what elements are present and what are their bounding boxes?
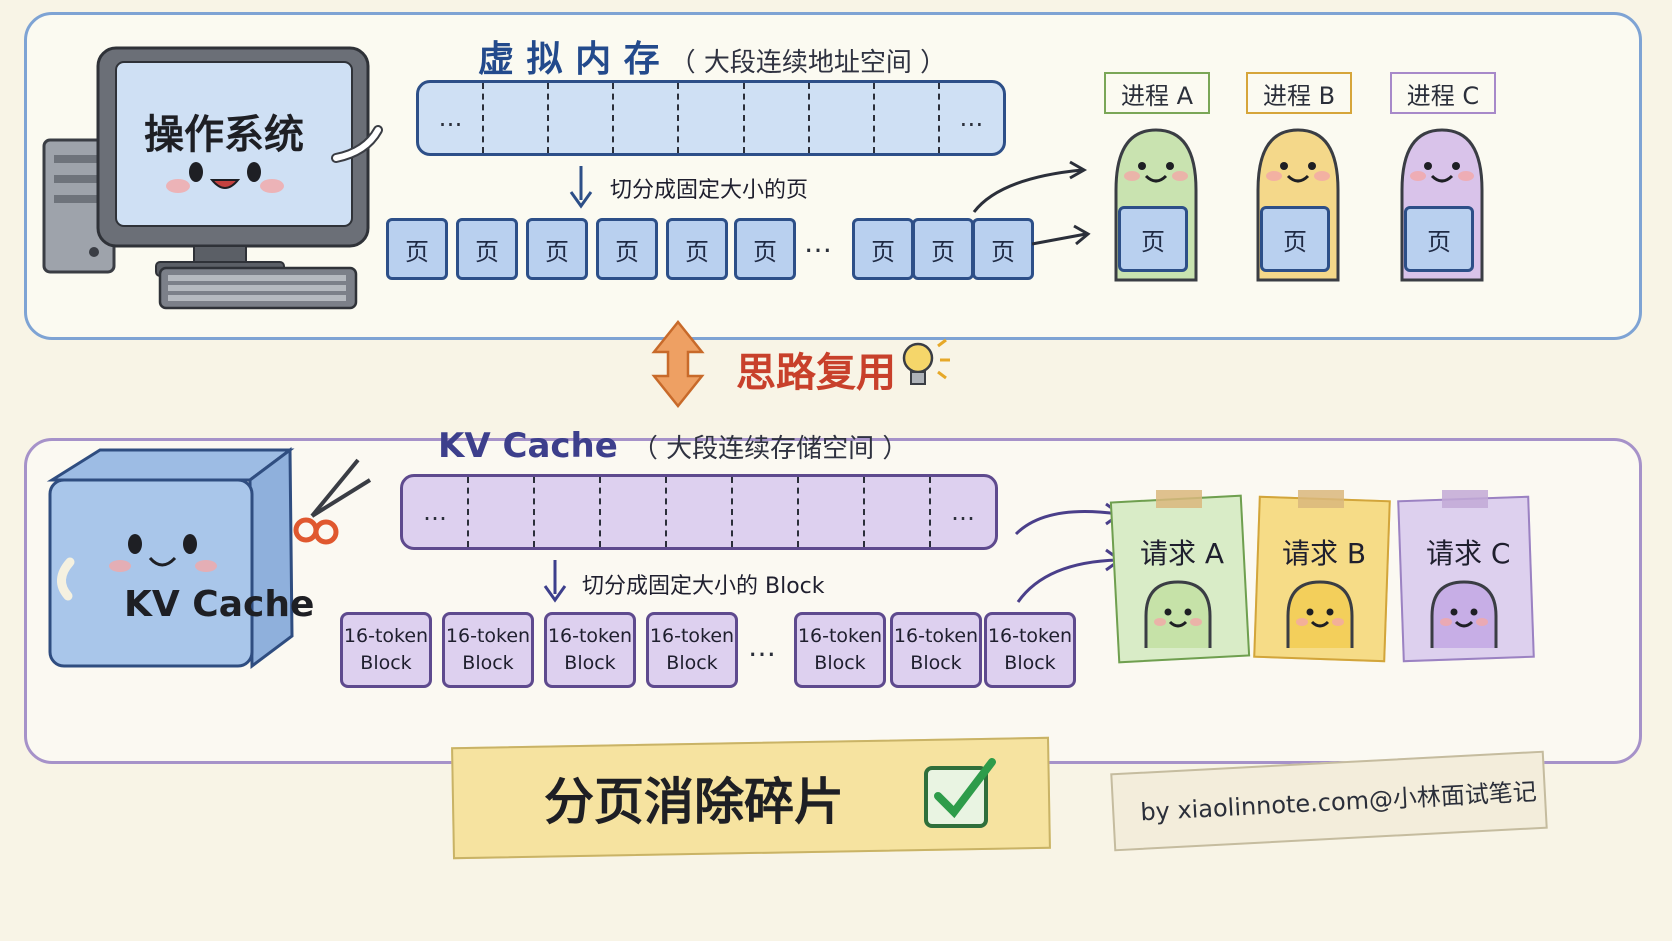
virtual-memory-title-text: 虚 拟 内 存 bbox=[478, 39, 660, 80]
request-face-icon bbox=[1286, 580, 1354, 648]
kv-strip-cell bbox=[733, 477, 799, 547]
checkmark-icon bbox=[924, 758, 996, 828]
process-page-box: 页 bbox=[1118, 206, 1188, 272]
process-tag: 进程 B bbox=[1246, 72, 1352, 114]
bidirectional-arrow-icon bbox=[651, 319, 705, 409]
kv-strip-cell bbox=[601, 477, 667, 547]
request-face-icon bbox=[1430, 580, 1498, 648]
request-label: 请求 A bbox=[1140, 537, 1225, 570]
vm-strip-cell bbox=[549, 83, 615, 153]
lightbulb-icon bbox=[902, 338, 950, 385]
page-box: 页 bbox=[456, 218, 518, 280]
token-block-line2: Block bbox=[910, 652, 962, 674]
kv-cache-title-text: KV Cache bbox=[438, 426, 618, 466]
os-computer-illustration bbox=[42, 46, 383, 310]
kv-strip-cell bbox=[799, 477, 865, 547]
page-box: 页 bbox=[386, 218, 448, 280]
vm-strip-cell: … bbox=[959, 104, 984, 132]
token-block-line2: Block bbox=[462, 652, 514, 674]
split-into-blocks-label: 切分成固定大小的 Block bbox=[582, 574, 825, 599]
page-box: 页 bbox=[852, 218, 914, 280]
tape-strip bbox=[1156, 490, 1202, 508]
pages-to-process-arrows bbox=[972, 160, 1091, 246]
page-box: 页 bbox=[666, 218, 728, 280]
page-box: 页 bbox=[972, 218, 1034, 280]
process-page-box: 页 bbox=[1404, 206, 1474, 272]
kv-strip-cell bbox=[865, 477, 931, 547]
token-block-line1: 16-token bbox=[649, 625, 735, 647]
down-arrow-icon bbox=[543, 560, 567, 603]
kv-cache-subtitle: （ 大段连续存储空间 ） bbox=[631, 434, 909, 464]
vm-strip-cell bbox=[484, 83, 550, 153]
token-block-line1: 16-token bbox=[445, 625, 531, 647]
kv-strip-cell bbox=[469, 477, 535, 547]
process-tag: 进程 A bbox=[1104, 72, 1210, 114]
token-block-line1: 16-token bbox=[987, 625, 1073, 647]
kv-strip-cell bbox=[535, 477, 601, 547]
pages-ellipsis: … bbox=[804, 226, 832, 259]
request-label: 请求 C bbox=[1426, 537, 1511, 570]
vm-strip-cell bbox=[679, 83, 745, 153]
token-block-line2: Block bbox=[360, 652, 412, 674]
token-block-line2: Block bbox=[1004, 652, 1056, 674]
vm-strip-cell bbox=[810, 83, 875, 153]
token-block-line2: Block bbox=[666, 652, 718, 674]
vm-strip-cell bbox=[745, 83, 810, 153]
token-block-line1: 16-token bbox=[547, 625, 633, 647]
request-label: 请求 B bbox=[1282, 537, 1367, 570]
split-into-pages-label: 切分成固定大小的页 bbox=[610, 178, 809, 203]
tape-strip bbox=[1442, 490, 1488, 508]
blocks-ellipsis: … bbox=[748, 630, 776, 663]
vm-strip-cell: … bbox=[419, 83, 485, 153]
page-box: 页 bbox=[526, 218, 588, 280]
reuse-idea-label: 思路复用 bbox=[736, 350, 896, 396]
vm-strip-cell bbox=[614, 83, 680, 153]
virtual-memory-subtitle: （ 大段连续地址空间 ） bbox=[669, 48, 947, 78]
kv-cache-box-illustration bbox=[46, 447, 372, 669]
tape-strip bbox=[1298, 490, 1344, 508]
kv-strip-cell: … bbox=[951, 498, 975, 526]
kv-strip-cell: … bbox=[403, 477, 469, 547]
process-tag: 进程 C bbox=[1390, 72, 1496, 114]
token-block-line2: Block bbox=[564, 652, 616, 674]
virtual-memory-title: 虚 拟 内 存 （ 大段连续地址空间 ） bbox=[478, 30, 946, 82]
token-block-line1: 16-token bbox=[893, 625, 979, 647]
request-face-icon bbox=[1144, 580, 1212, 648]
vm-strip-cell bbox=[875, 83, 940, 153]
page-box: 页 bbox=[596, 218, 658, 280]
token-block-line1: 16-token bbox=[797, 625, 883, 647]
token-block-line1: 16-token bbox=[343, 625, 429, 647]
token-block-line2: Block bbox=[814, 652, 866, 674]
page-box: 页 bbox=[734, 218, 796, 280]
virtual-memory-strip: …… bbox=[416, 80, 1006, 156]
os-screen-label: 操作系统 bbox=[144, 112, 304, 158]
kv-cache-strip: …… bbox=[400, 474, 998, 550]
kv-box-label: KV Cache bbox=[124, 584, 315, 625]
process-page-box: 页 bbox=[1260, 206, 1330, 272]
kv-strip-cell bbox=[667, 477, 733, 547]
kv-cache-title: KV Cache （ 大段连续存储空间 ） bbox=[438, 426, 908, 466]
down-arrow-icon bbox=[569, 166, 593, 209]
conclusion-text: 分页消除碎片 bbox=[544, 773, 844, 831]
